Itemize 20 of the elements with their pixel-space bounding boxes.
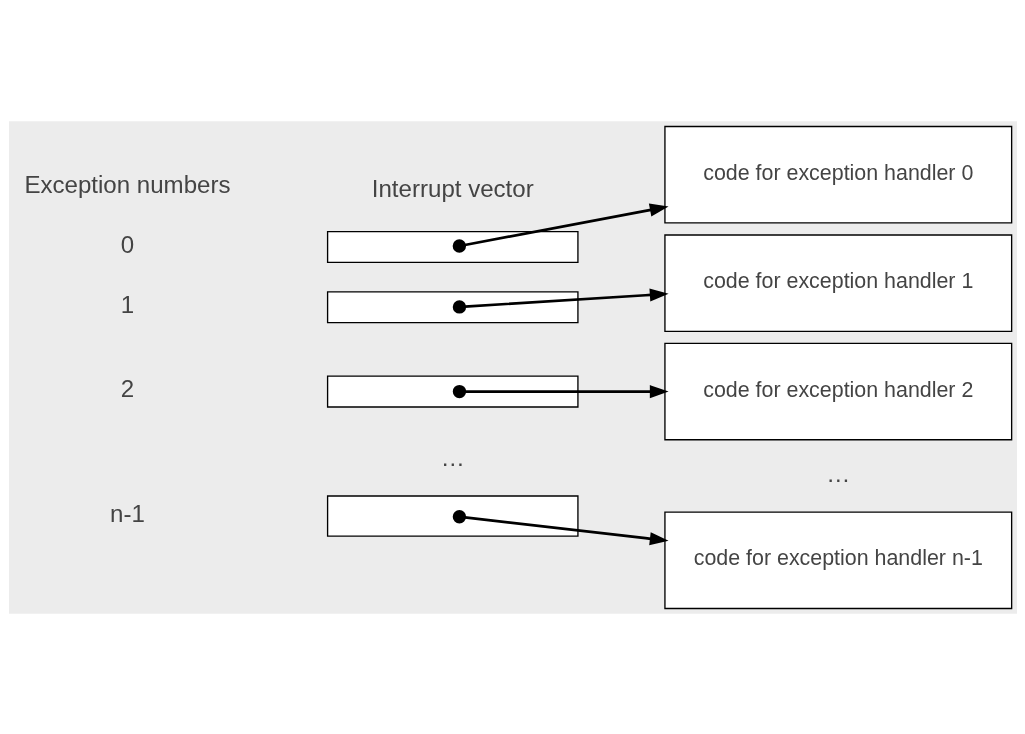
label: Exception numbers — [23, 170, 231, 198]
label: 2 — [120, 374, 134, 402]
node-box — [326, 230, 579, 263]
label: … — [440, 443, 465, 471]
label: … — [825, 459, 850, 487]
node-box: code for exception handler 2 — [663, 342, 1012, 440]
arrow — [452, 203, 669, 253]
node-box — [326, 375, 579, 408]
node-box: code for exception handler n-1 — [663, 510, 1012, 609]
node-box: code for exception handler 0 — [663, 125, 1012, 224]
arrow — [452, 509, 669, 545]
label: n-1 — [109, 499, 145, 527]
arrow — [452, 384, 669, 398]
label: 0 — [120, 230, 134, 258]
arrow — [452, 287, 669, 314]
node-box: code for exception handler 1 — [663, 233, 1012, 332]
node-box — [326, 494, 579, 537]
label: Interrupt vector — [371, 174, 534, 202]
node-box — [326, 290, 579, 323]
label: 1 — [120, 290, 134, 318]
